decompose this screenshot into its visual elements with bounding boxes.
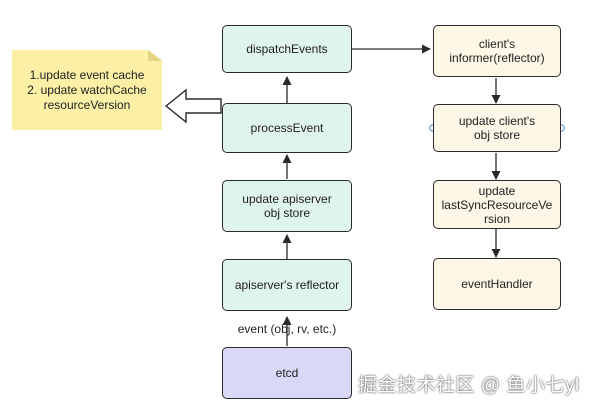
sticky-note-fold	[148, 50, 162, 61]
node-client-informer-label: client's informer(reflector)	[449, 37, 545, 65]
node-update-last-sync-label: update lastSyncResourceVe rsion	[441, 183, 553, 226]
node-dispatch-events-label: dispatchEvents	[246, 42, 328, 56]
node-etcd-label: etcd	[275, 366, 299, 380]
node-event-handler[interactable]: eventHandler	[433, 258, 561, 310]
node-process-event-label: processEvent	[250, 121, 324, 135]
edge-label-event: event (obj, rv, etc.)	[237, 322, 337, 336]
node-update-client-store[interactable]: update client's obj store	[433, 104, 561, 152]
node-apiserver-reflector[interactable]: apiserver's reflector	[222, 259, 352, 311]
node-update-apiserver-store-label: update apiserver obj store	[242, 192, 332, 220]
node-dispatch-events[interactable]: dispatchEvents	[222, 25, 352, 73]
node-update-last-sync[interactable]: update lastSyncResourceVe rsion	[433, 180, 561, 229]
node-client-informer[interactable]: client's informer(reflector)	[433, 25, 561, 77]
watermark: 掘金技术社区 @ 鱼小七yl	[358, 375, 580, 396]
node-update-apiserver-store[interactable]: update apiserver obj store	[222, 180, 352, 232]
sticky-note: 1.update event cache 2. update watchCach…	[12, 50, 162, 130]
node-process-event[interactable]: processEvent	[222, 103, 352, 153]
hollow-arrow-icon	[164, 88, 222, 124]
node-update-client-store-label: update client's obj store	[458, 114, 536, 142]
node-etcd[interactable]: etcd	[222, 347, 352, 399]
node-event-handler-label: eventHandler	[461, 277, 533, 291]
node-apiserver-reflector-label: apiserver's reflector	[234, 278, 340, 292]
